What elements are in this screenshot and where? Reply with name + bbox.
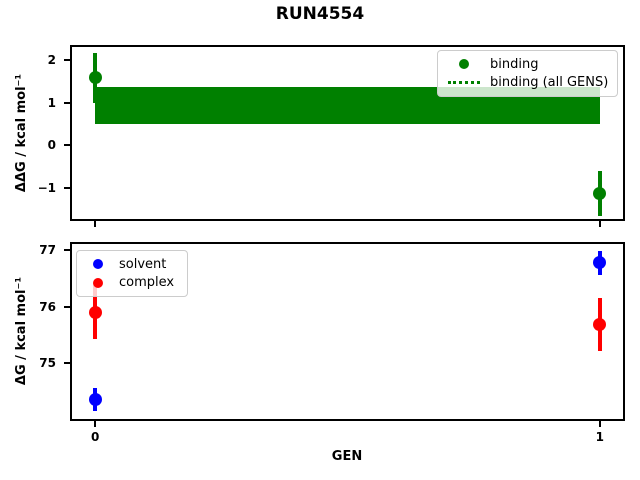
legend-label-solvent: solvent xyxy=(119,256,167,272)
binding-dot-icon xyxy=(446,59,482,70)
dotted-line-icon xyxy=(446,81,482,85)
data-point-solvent-gen1 xyxy=(593,256,607,270)
data-point-complex-gen1 xyxy=(593,317,607,331)
y-tick xyxy=(64,58,70,61)
y-tick-label: 0 xyxy=(47,138,56,153)
x-tick xyxy=(94,421,97,427)
y-tick-label: 2 xyxy=(47,52,56,67)
legend-entry-binding-all-gens: binding (all GENS) xyxy=(446,74,609,93)
legend-entry-binding: binding xyxy=(446,55,609,74)
y-tick xyxy=(64,101,70,104)
data-point-solvent-gen0 xyxy=(88,393,102,407)
y-tick-label: 1 xyxy=(47,95,56,110)
complex-dot-icon xyxy=(85,277,111,288)
figure-title: RUN4554 xyxy=(275,4,365,24)
legend-label-binding: binding xyxy=(490,56,539,72)
data-point-binding-gen0 xyxy=(88,71,102,85)
y-tick xyxy=(64,249,70,252)
y-tick-label: 77 xyxy=(39,243,56,258)
x-tick xyxy=(598,421,601,427)
solvent-dot-icon xyxy=(85,259,111,270)
legend-entry-solvent: solvent xyxy=(85,255,179,274)
y-tick-label: 76 xyxy=(39,299,56,314)
bottom-plot-legend: solvent complex xyxy=(76,250,188,297)
x-tick xyxy=(598,221,601,227)
x-tick-label: 0 xyxy=(91,430,100,444)
top-plot-legend: binding binding (all GENS) xyxy=(437,50,618,97)
legend-label-binding-all-gens: binding (all GENS) xyxy=(490,75,609,91)
x-tick-label: 1 xyxy=(595,430,604,444)
y-tick xyxy=(64,144,70,147)
data-point-binding-gen1 xyxy=(593,186,607,200)
y-tick-label: −1 xyxy=(37,180,56,195)
data-point-complex-gen0 xyxy=(88,305,102,319)
y-tick-label: 75 xyxy=(39,356,56,371)
plot-area-0 xyxy=(70,45,625,221)
y-tick xyxy=(64,362,70,365)
legend-entry-complex: complex xyxy=(85,274,179,293)
x-tick xyxy=(94,221,97,227)
y-tick xyxy=(64,186,70,189)
y-tick xyxy=(64,305,70,308)
bottom-y-axis-label: ΔG / kcal mol⁻¹ xyxy=(14,276,29,386)
plot-area-1 xyxy=(70,242,625,421)
x-axis-label: GEN xyxy=(331,449,363,464)
legend-label-complex: complex xyxy=(119,275,175,291)
